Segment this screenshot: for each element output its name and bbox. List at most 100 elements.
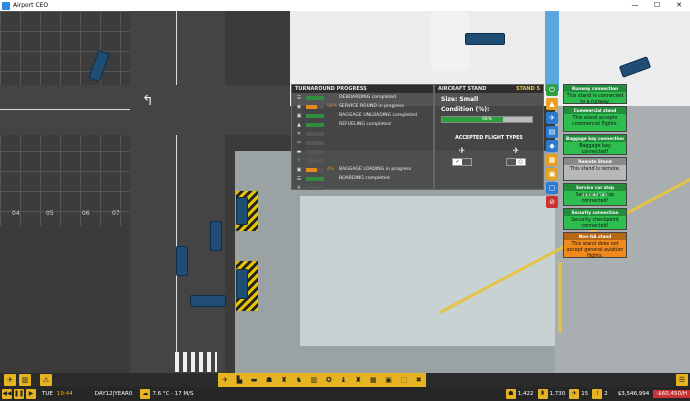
passenger-count-icon[interactable]: ☗ xyxy=(505,389,516,399)
turn-arrow-icon: ↰ xyxy=(142,93,154,109)
bag-tool-icon[interactable]: ▥ xyxy=(310,376,318,384)
panel-title: AIRCRAFT STAND STAND 5 xyxy=(435,85,543,93)
connection-title: Commercial stand xyxy=(564,107,626,114)
toggle-empty xyxy=(507,159,516,165)
staff-count-icon[interactable]: ♜ xyxy=(537,389,548,399)
commercial-toggle[interactable]: ✓ xyxy=(452,158,472,166)
lane-line xyxy=(176,135,177,352)
demolish-tool-icon[interactable]: ✖ xyxy=(415,376,422,384)
requirement-icon[interactable]: ⏻ xyxy=(546,84,558,96)
commercial-plane-icon: ✈ xyxy=(458,146,466,155)
connection-title: Service car stop connection xyxy=(564,184,626,197)
passenger-tool-icon[interactable]: ♜ xyxy=(280,376,288,384)
path-tool-icon[interactable]: ⬚ xyxy=(400,376,408,384)
requirement-icon[interactable]: ⊘ xyxy=(546,196,558,208)
alert-count-icon[interactable]: ! xyxy=(592,389,603,399)
chair-tool-icon[interactable]: ♝ xyxy=(340,376,347,384)
menu-icon[interactable]: ☰ xyxy=(676,374,688,386)
requirement-icon[interactable]: ▤ xyxy=(546,126,558,138)
flight-count-icon[interactable]: ✈ xyxy=(569,389,580,399)
bottom-toolbar: ✈ ▥ ⚠ ✈ ▙ ▬ ☗ ♜ ♞ ▥ ✪ ♝ ♜ ▦ ▣ ⬚ ✖ ☰ xyxy=(0,373,690,387)
task-row: ✂ xyxy=(292,138,433,147)
connection-body: This stand does not accept general aviat… xyxy=(566,242,624,259)
task-label: BAGGAGE UNLOADING completed xyxy=(339,113,417,118)
task-row: ▬ xyxy=(292,147,433,156)
crosswalk xyxy=(175,352,217,372)
flights-icon[interactable]: ✈ xyxy=(4,374,16,386)
task-progress-bar xyxy=(306,122,324,127)
ga-plane-icon: ✈ xyxy=(512,146,520,155)
alert-icon[interactable]: ⚠ xyxy=(40,374,52,386)
day-label: TUE xyxy=(42,391,53,397)
money-balance[interactable]: $3,546,994 xyxy=(617,391,650,397)
food-tool-icon[interactable]: ♜ xyxy=(355,376,362,384)
requirement-icon[interactable]: ▲ xyxy=(546,98,558,110)
requirement-icon[interactable]: ▣ xyxy=(546,168,558,180)
task-list: ☰DEBOARDING completed◉54%SERVICE ROUND i… xyxy=(292,93,433,192)
shop-tool-icon[interactable]: ✪ xyxy=(325,376,332,384)
ga-toggle[interactable]: ○ xyxy=(506,158,526,166)
task-icon: ! xyxy=(297,157,300,164)
stand-panel-title: AIRCRAFT STAND xyxy=(438,86,487,92)
task-icon: ▣ xyxy=(296,112,302,119)
flight-type-icons: ✈ ✈ xyxy=(435,146,543,155)
money-rate[interactable]: -$60,450/H xyxy=(653,390,690,398)
close-button[interactable]: ✕ xyxy=(676,1,682,9)
task-progress-bar xyxy=(306,131,324,136)
stand-name[interactable]: STAND 5 xyxy=(515,86,540,92)
overview-icon[interactable]: ▥ xyxy=(19,374,31,386)
requirement-icon[interactable]: ✈ xyxy=(546,112,558,124)
time-label: 19:44 xyxy=(56,391,73,397)
minimize-button[interactable]: — xyxy=(631,1,639,9)
structure-tool-icon[interactable]: ▙ xyxy=(236,376,243,384)
requirement-icon[interactable]: ▦ xyxy=(546,154,558,166)
speed-controls: ◀◀ ❚❚ ▶ xyxy=(2,389,38,399)
vehicle[interactable] xyxy=(176,246,188,276)
task-row: ▣4%BAGGAGE LOADING in progress xyxy=(292,165,433,174)
staff-count: 1,730 xyxy=(549,391,566,397)
connection-title: Remote Stand xyxy=(564,158,626,165)
vehicle-tool-icon[interactable]: ▬ xyxy=(250,376,258,384)
vehicle[interactable] xyxy=(210,221,222,251)
pause-icon[interactable]: ❚❚ xyxy=(14,389,25,399)
connection-title: Runway connection xyxy=(564,85,626,92)
decor-tool-icon[interactable]: ▦ xyxy=(370,376,377,384)
vehicle[interactable] xyxy=(465,33,505,45)
staff-tool-icon[interactable]: ☗ xyxy=(265,376,273,384)
connection-body: Security checkpoint connected! xyxy=(571,218,619,229)
task-progress-bar xyxy=(306,167,324,172)
stand-number: 07 xyxy=(112,210,120,217)
runway-tool-icon[interactable]: ✈ xyxy=(222,376,229,384)
requirement-icon[interactable]: ▢ xyxy=(546,182,558,194)
task-icon: ☰ xyxy=(296,94,302,101)
maximize-button[interactable]: ☐ xyxy=(653,1,661,9)
panel-title: TURNAROUND PROGRESS xyxy=(292,85,433,93)
task-icon: ◉ xyxy=(296,103,302,110)
requirement-icons: ⏻ ▲ ✈ ▤ ◆ ▦ ▣ ▢ ⊘ xyxy=(546,84,560,210)
weather-icon[interactable]: ☁ xyxy=(140,389,151,399)
condition-value: 68% xyxy=(481,117,492,122)
task-icon: ☰ xyxy=(296,175,302,182)
status-bar: ◀◀ ❚❚ ▶ TUE 19:44 DAY12|YEAR0 ☁ 7.6 °C ·… xyxy=(0,387,690,401)
turnaround-panel: TURNAROUND PROGRESS ☰DEBOARDING complete… xyxy=(291,84,434,192)
taxi-lane xyxy=(545,11,559,91)
vehicle[interactable] xyxy=(236,269,248,299)
weather-label: 7.6 °C · 17 M/S xyxy=(152,391,194,397)
connection-body: This stand is remote. xyxy=(569,167,621,172)
service-road-horizontal xyxy=(0,85,300,135)
requirement-icon[interactable]: ◆ xyxy=(546,140,558,152)
zone-tool-icon[interactable]: ▣ xyxy=(385,376,392,384)
play-icon[interactable]: ▶ xyxy=(26,389,36,399)
task-label: SERVICE ROUND in progress xyxy=(339,104,404,109)
accepted-flight-types-title: ACCEPTED FLIGHT TYPES xyxy=(455,136,523,141)
vehicle[interactable] xyxy=(236,197,248,225)
task-progress-bar xyxy=(306,140,324,145)
rewind-icon[interactable]: ◀◀ xyxy=(2,389,12,399)
aircraft[interactable] xyxy=(430,11,470,71)
vehicle[interactable] xyxy=(190,295,226,307)
security-tool-icon[interactable]: ♞ xyxy=(295,376,302,384)
bottom-bar: ✈ ▥ ⚠ ✈ ▙ ▬ ☗ ♜ ♞ ▥ ✪ ♝ ♜ ▦ ▣ ⬚ ✖ ☰ ◀◀ ❚… xyxy=(0,373,690,401)
